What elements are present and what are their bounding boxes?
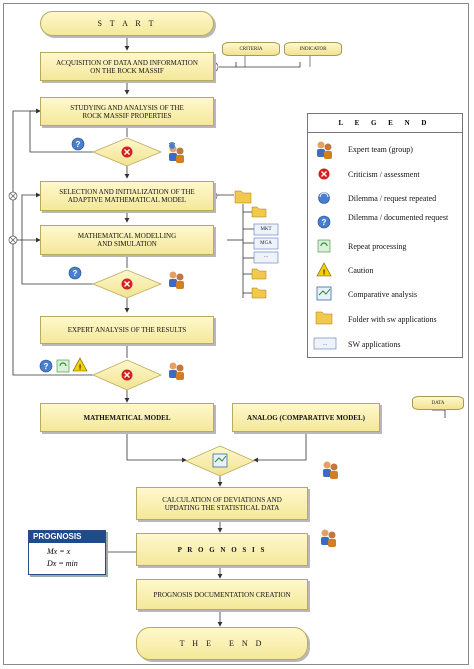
prognosis-formula-deviation: Dx = min bbox=[47, 559, 78, 568]
repeat-icon bbox=[56, 359, 70, 373]
diagram-frame bbox=[3, 3, 469, 665]
svg-text:!: ! bbox=[323, 270, 325, 277]
prognosis-panel: PROGNOSIS Mx = x Dx = min bbox=[28, 530, 106, 575]
legend-icons: ? ! ... bbox=[313, 141, 337, 350]
start-node: S T A R T bbox=[40, 11, 214, 36]
studying-step: STUDYING AND ANALYSIS OF THE ROCK MASSIF… bbox=[40, 97, 214, 126]
dilemma-documented-icon: ? bbox=[317, 215, 331, 229]
expert-team-icon bbox=[317, 141, 332, 159]
sw-app-label: MGA bbox=[260, 241, 272, 246]
calculation-step: CALCULATION OF DEVIATIONS AND UPDATING T… bbox=[136, 487, 308, 520]
documentation-step: PROGNOSIS DOCUMENTATION CREATION bbox=[136, 579, 308, 610]
selection-step: SELECTION AND INITIALIZATION OF THE ADAP… bbox=[40, 181, 214, 211]
folder-icon bbox=[315, 311, 333, 325]
legend-divider bbox=[308, 132, 462, 133]
prognosis-step: P R O G N O S I S bbox=[136, 533, 308, 566]
svg-text:!: ! bbox=[79, 365, 81, 372]
legend-label: Dilemma / documented request bbox=[348, 213, 449, 222]
legend-label: Folder with sw applications bbox=[348, 315, 437, 324]
svg-text:?: ? bbox=[322, 218, 327, 227]
sw-app-label: ... bbox=[264, 254, 268, 259]
analog-model-node: ANALOG (COMPARATIVE MODEL) bbox=[232, 403, 380, 432]
legend-label: SW applications bbox=[348, 340, 401, 349]
indicator-database: INDICATOR bbox=[284, 42, 342, 56]
dilemma-documented-icon: ? ? ? bbox=[39, 137, 85, 373]
svg-text:...: ... bbox=[323, 342, 327, 347]
end-node: T H E E N D bbox=[136, 627, 308, 660]
svg-text:?: ? bbox=[76, 140, 81, 149]
acquisition-step: ACQUISITION OF DATA AND INFORMATION ON T… bbox=[40, 52, 214, 81]
expert-team-icon bbox=[169, 145, 338, 547]
legend-label: Caution bbox=[348, 266, 374, 275]
svg-text:?: ? bbox=[44, 362, 49, 371]
comparative-analysis-icon bbox=[316, 286, 332, 301]
caution-icon: ! bbox=[72, 357, 88, 372]
sw-app-label: MKT bbox=[260, 227, 272, 232]
legend-title: L E G E N D bbox=[338, 119, 432, 127]
mathematical-model-node: MATHEMATICAL MODEL bbox=[40, 403, 214, 432]
criticism-icon bbox=[121, 146, 133, 381]
dilemma-repeated-icon bbox=[168, 142, 176, 149]
legend-label: Dilemma / request repeated bbox=[348, 194, 437, 203]
legend-label: Criticism / assessment bbox=[348, 170, 420, 179]
expert-analysis-step: EXPERT ANALYSIS OF THE RESULTS bbox=[40, 316, 214, 344]
criticism-icon bbox=[318, 168, 330, 180]
legend-label: Repeat processing bbox=[348, 242, 407, 251]
legend-label: Comparative analysis bbox=[348, 290, 418, 299]
dilemma-repeated-icon bbox=[318, 192, 330, 204]
sw-app-icon bbox=[253, 223, 279, 264]
legend-label: Expert team (group) bbox=[348, 145, 413, 154]
sw-app-icon: ... bbox=[313, 337, 337, 350]
comparative-analysis-icon bbox=[212, 453, 228, 468]
criteria-database: CRITERIA bbox=[222, 42, 280, 56]
repeat-icon bbox=[317, 239, 331, 253]
legend-panel: L E G E N D ? ! bbox=[307, 113, 463, 358]
folder-icon bbox=[234, 190, 267, 299]
svg-text:?: ? bbox=[73, 269, 78, 278]
modelling-step: MATHEMATICAL MODELLING AND SIMULATION bbox=[40, 225, 214, 255]
data-database: DATA bbox=[412, 396, 464, 410]
prognosis-title: PROGNOSIS bbox=[29, 531, 105, 543]
caution-icon: ! bbox=[316, 262, 332, 277]
prognosis-formula-mean: Mx = x bbox=[47, 547, 71, 556]
